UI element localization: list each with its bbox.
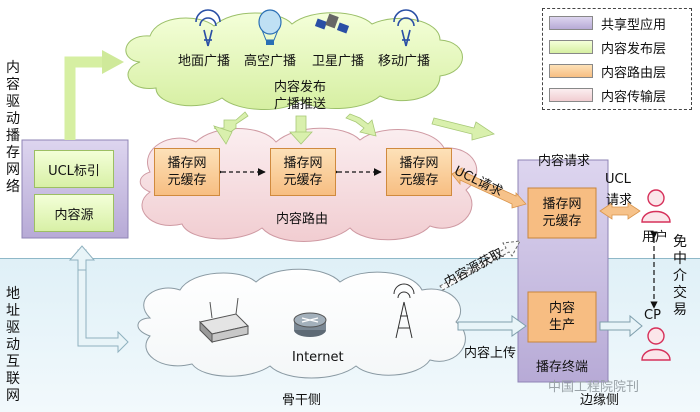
- mobile-broadcast-label: 移动广播: [378, 54, 431, 69]
- cp-person-icon: [641, 327, 671, 361]
- cp-arrow: [599, 314, 643, 338]
- router-device-icon: [199, 297, 249, 344]
- radio-tower-icon: [195, 9, 221, 47]
- content-source-box: 内容源: [34, 194, 114, 232]
- transmission-tower-icon: [393, 283, 415, 339]
- content-request-label: 内容请求: [538, 154, 591, 169]
- publish-label: 内容发布: [274, 80, 327, 95]
- legend-item-routing: 内容路由层: [549, 63, 666, 81]
- legend-item-shared-app: 共享型应用: [549, 15, 666, 33]
- user-request-label: 请求: [606, 193, 633, 208]
- router-icon: [293, 312, 327, 337]
- address-driven-internet-label: 地址 驱动 互联 网: [6, 286, 20, 404]
- balloon-icon: [258, 9, 282, 45]
- routing-cache-3: 播存网元缓存: [386, 148, 452, 196]
- user-label: 用户: [642, 230, 669, 245]
- production-box: [527, 291, 597, 343]
- broadcast-push-label: 广播推送: [274, 97, 327, 112]
- legend-item-transport: 内容传输层: [549, 87, 666, 105]
- broadcast-terminal-label: 播存终端: [536, 360, 589, 375]
- legend-item-publish: 内容发布层: [549, 39, 666, 57]
- legend: 共享型应用 内容发布层 内容路由层 内容传输层: [542, 8, 692, 110]
- content-fetch-arrow: [439, 240, 521, 291]
- source-link-arrow: [68, 245, 129, 354]
- cp-label: CP: [644, 308, 661, 323]
- edge-cache-box: [527, 187, 597, 239]
- content-upload-label: 内容上传: [464, 346, 517, 361]
- content-production: 内容生产: [548, 301, 575, 333]
- watermark: 中国工程院院刊: [548, 380, 640, 395]
- ground-broadcast-label: 地面广播: [178, 54, 231, 69]
- satellite-icon: [314, 13, 350, 34]
- user-icon: [641, 189, 671, 223]
- edge-cache: 播存网元缓存: [542, 197, 582, 229]
- free-intermediary-label: 免中 介交 易: [673, 234, 687, 318]
- ucl-request-arrow: [451, 167, 527, 209]
- publish-arrow-head: [102, 50, 124, 74]
- ucl-index-box: UCL标引: [34, 150, 114, 188]
- user-ucl-label: UCL: [605, 172, 631, 187]
- edge-side-label: 边缘侧: [580, 393, 620, 408]
- internet-label: Internet: [292, 350, 344, 365]
- routing-cache-1: 播存网元缓存: [154, 148, 220, 196]
- user-ucl-arrow: [599, 202, 641, 220]
- routing-cache-2: 播存网元缓存: [270, 148, 336, 196]
- publish-down-arrows: [213, 111, 495, 145]
- layer-divider: [0, 258, 700, 259]
- content-driven-network-label: 内容 驱动 播存 网络: [6, 60, 20, 195]
- content-routing-label: 内容路由: [276, 212, 329, 227]
- backbone-side-label: 骨干侧: [282, 393, 322, 408]
- upload-arrow: [457, 315, 527, 337]
- satellite-broadcast-label: 卫星广播: [312, 54, 365, 69]
- high-altitude-broadcast-label: 高空广播: [244, 54, 297, 69]
- mobile-tower-icon: [393, 9, 419, 47]
